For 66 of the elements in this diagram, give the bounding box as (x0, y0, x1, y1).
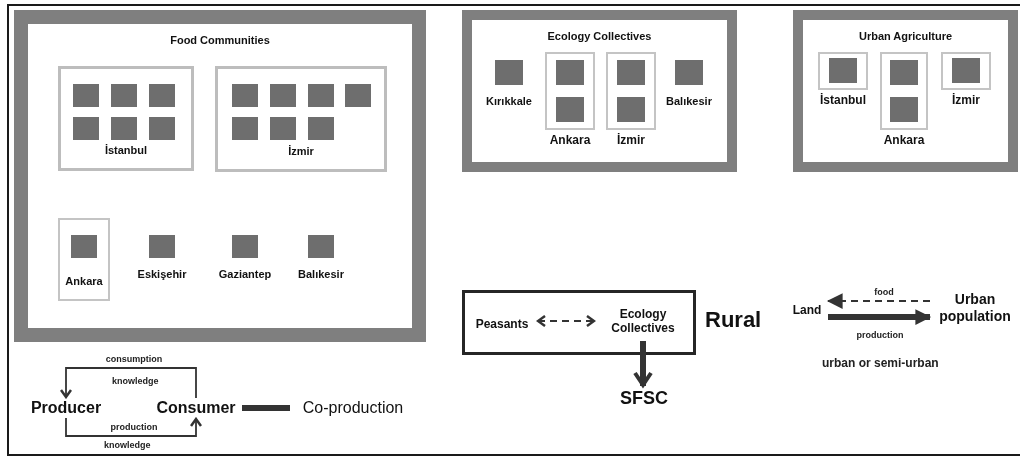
arrow (633, 341, 653, 387)
square (73, 84, 99, 107)
edge-label: consumption (103, 354, 165, 364)
place-label: Balıkesir (666, 95, 712, 107)
arrow (65, 417, 203, 437)
node-label: Urban population (938, 291, 1012, 325)
node-label: Co-production (302, 398, 404, 418)
city-group-box (58, 218, 110, 301)
square (556, 97, 584, 122)
square (952, 58, 980, 83)
square (617, 97, 645, 122)
edge-label: food (872, 287, 896, 297)
city-group-box (215, 66, 387, 172)
square (308, 84, 334, 107)
group-title: Ankara (549, 133, 591, 147)
note-label: urban or semi-urban (822, 356, 939, 370)
node-label: Consumer (156, 398, 236, 418)
group-title: İstanbul (104, 144, 148, 156)
square (149, 117, 175, 140)
square (556, 60, 584, 85)
group-title: İzmir (952, 93, 980, 107)
group-title: Ecology Collectives (546, 30, 653, 42)
place-label: Kırıkkale (486, 95, 532, 107)
arrow (59, 367, 197, 399)
group-title: Food Communities (169, 34, 271, 46)
arrow (536, 314, 596, 328)
group-title: İzmir (617, 133, 645, 147)
group-title: Rural (705, 306, 762, 333)
node-label: Peasants (475, 316, 529, 332)
node-label: Ecology Collectives (610, 306, 676, 336)
note-label: knowledge (112, 376, 159, 386)
group-title: İstanbul (820, 93, 866, 107)
edge-label: production (854, 330, 906, 340)
square (232, 117, 258, 140)
square (232, 84, 258, 107)
group-title: Urban Agriculture (857, 30, 954, 42)
group-title: Ankara (883, 133, 925, 147)
square (111, 84, 137, 107)
node-label: Land (792, 302, 822, 318)
place-label: Eskişehir (137, 268, 187, 280)
node-label: Producer (30, 398, 102, 418)
square (270, 84, 296, 107)
square (617, 60, 645, 85)
category-panel (462, 10, 737, 172)
square (890, 60, 918, 85)
place-label: Balıkesir (298, 268, 344, 280)
square (890, 97, 918, 122)
category-panel (14, 10, 426, 342)
square (270, 117, 296, 140)
arrow (828, 309, 932, 325)
edge-label: production (108, 422, 160, 432)
square (73, 117, 99, 140)
note-label: knowledge (104, 440, 151, 450)
category-panel (793, 10, 1018, 172)
square (345, 84, 371, 107)
square (111, 117, 137, 140)
square (71, 235, 97, 258)
group-title: İzmir (288, 145, 314, 157)
node-label: SFSC (620, 388, 668, 410)
group-title: Ankara (65, 275, 103, 287)
square (149, 84, 175, 107)
arrow (826, 293, 931, 309)
place-label: Gaziantep (218, 268, 272, 280)
square (308, 117, 334, 140)
square (829, 58, 857, 83)
city-group-box (58, 66, 194, 171)
